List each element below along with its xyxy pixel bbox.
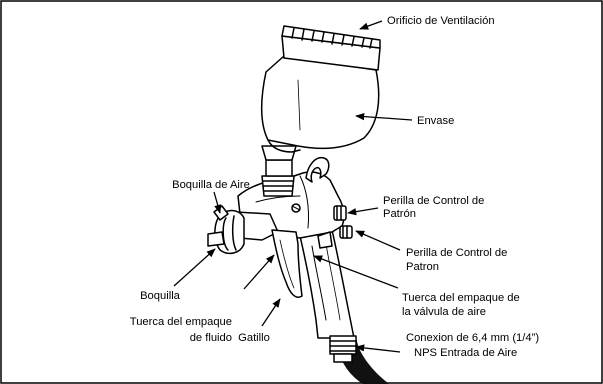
label-air-valve-nut-line2: la válvula de aire <box>402 306 486 318</box>
arrow-air-cap <box>213 191 222 214</box>
label-cup: Envase <box>417 115 454 127</box>
arrow-air-valve-nut <box>313 255 399 289</box>
label-trigger: Gatillo <box>238 332 270 344</box>
air-inlet-fitting <box>329 335 357 363</box>
hanger-hook <box>305 156 330 183</box>
label-pattern-knob-2-line2: Patron <box>406 261 439 273</box>
label-air-cap: Boquilla de Aire <box>172 179 250 191</box>
pattern-knob-lower <box>339 225 353 239</box>
label-air-inlet-line2: NPS Entrada de Aire <box>414 347 517 359</box>
label-air-valve-nut-line1: Tuerca del empaque de <box>402 292 520 304</box>
pattern-knob-upper <box>333 205 347 221</box>
arrow-vent-hole <box>359 20 383 30</box>
label-fluid-nut-line2: de fluido <box>190 332 232 344</box>
cup-fitting <box>261 145 297 197</box>
labels: Orificio de Ventilación Envase Boquilla … <box>130 15 540 359</box>
arrow-air-inlet <box>355 344 401 353</box>
cup-lid <box>281 25 381 71</box>
label-pattern-knob-1-line1: Perilla de Control de <box>383 195 484 207</box>
label-fluid-nut-line1: Tuerca del empaque <box>130 316 232 328</box>
trigger <box>271 229 303 298</box>
label-pattern-knob-1-line2: Patrón <box>383 208 416 220</box>
label-vent-hole: Orificio de Ventilación <box>387 15 495 27</box>
arrow-trigger <box>261 298 281 327</box>
label-nozzle: Boquilla <box>140 290 181 302</box>
arrow-nozzle <box>173 248 216 287</box>
arrow-cup <box>355 112 413 121</box>
spray-gun-illustration <box>207 25 389 384</box>
arrow-pattern-knob-1 <box>347 207 379 216</box>
air-cap <box>207 205 245 255</box>
arrow-pattern-knob-2 <box>355 230 401 251</box>
arrow-fluid-nut <box>243 254 275 290</box>
leader-lines <box>173 20 413 353</box>
paint-cup <box>260 55 380 150</box>
label-air-inlet-line1: Conexion de 6,4 mm (1/4”) <box>406 332 539 344</box>
label-pattern-knob-2-line1: Perilla de Control de <box>406 247 507 259</box>
